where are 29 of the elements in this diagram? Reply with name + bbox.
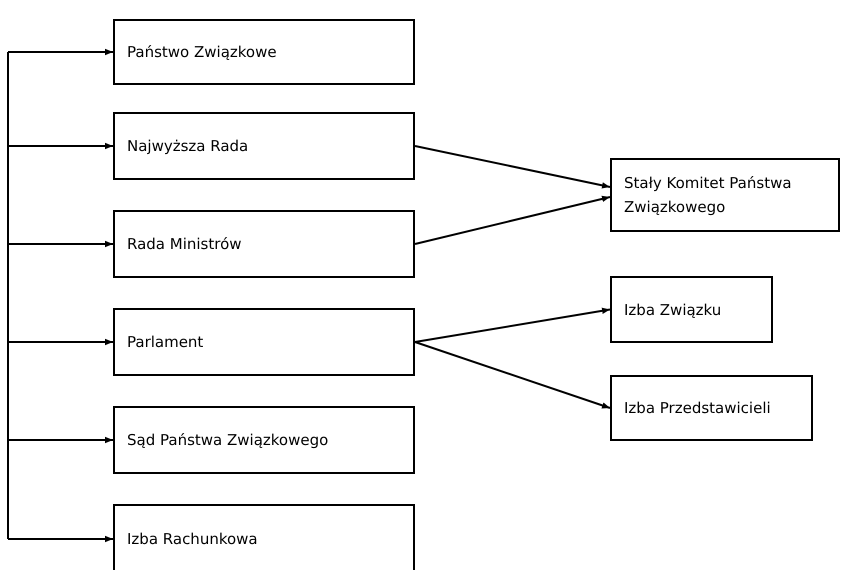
arrow — [8, 436, 113, 444]
label-box — [113, 210, 415, 278]
node-label: Izba Rachunkowa — [127, 529, 258, 550]
node-label: Izba Przedstawicieli — [624, 398, 771, 419]
label-box — [113, 112, 415, 180]
label-box — [113, 19, 415, 85]
label-box — [113, 406, 415, 474]
arrow — [8, 240, 113, 248]
node-label: Państwo Związkowe — [127, 42, 277, 63]
node-label: Najwyższa Rada — [127, 136, 248, 157]
label-box — [610, 276, 773, 343]
label-box — [610, 375, 813, 441]
arrow — [8, 338, 113, 346]
arrow — [414, 196, 610, 245]
arrow — [8, 48, 113, 56]
node-label: Izba Związku — [624, 300, 722, 320]
node-label: Sąd Państwa Związkowego — [127, 430, 328, 451]
arrow — [8, 536, 113, 542]
arrow — [414, 341, 610, 409]
label-box — [113, 308, 415, 376]
arrow — [8, 142, 113, 150]
arrow — [414, 145, 610, 188]
label-box — [610, 158, 840, 232]
label-box — [113, 504, 415, 570]
node-label: Stały Komitet Państwa Związkowego — [624, 173, 793, 218]
connector-line — [7, 52, 9, 539]
arrow — [414, 308, 610, 343]
node-label: Rada Ministrów — [127, 234, 242, 255]
node-label: Parlament — [127, 332, 204, 353]
